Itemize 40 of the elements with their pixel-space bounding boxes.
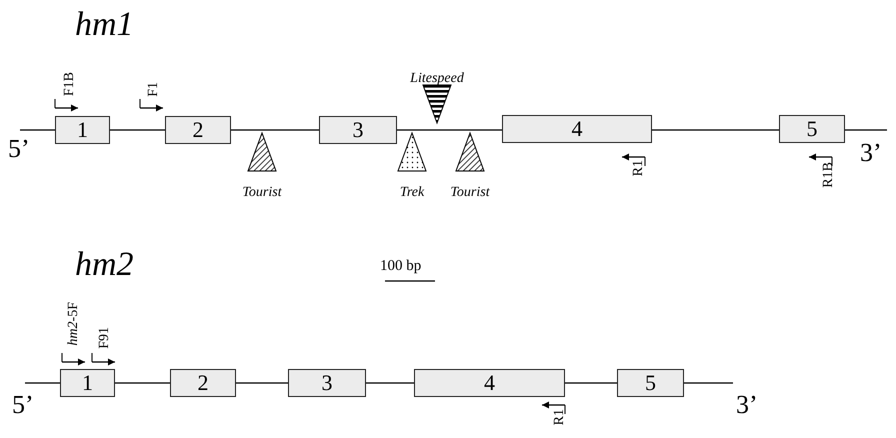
exon-box: 3 <box>319 116 397 144</box>
intron-line <box>115 382 170 384</box>
intron-line <box>236 382 288 384</box>
exon-box: 3 <box>288 369 366 397</box>
gene-line <box>684 382 733 384</box>
primer-label: R1 <box>632 160 646 176</box>
primer-label: hm2-5F <box>67 302 81 346</box>
intron-line <box>397 129 502 131</box>
exon-box: 5 <box>617 369 684 397</box>
intron-line <box>652 129 779 131</box>
primer-label: R1 <box>553 409 567 426</box>
end-label: 3’ <box>736 392 758 418</box>
exon-box: 1 <box>60 369 115 397</box>
exon-box: 2 <box>170 369 236 397</box>
exon-box: 2 <box>165 116 231 144</box>
gene-line <box>845 129 887 131</box>
primer-label: F1 <box>147 82 161 97</box>
primer-label: R1B <box>822 162 836 188</box>
gene-line <box>20 129 55 131</box>
element-label: Litespeed <box>410 72 464 86</box>
primer-label: F91 <box>98 327 112 349</box>
element-label: Tourist <box>242 186 282 200</box>
exon-box: 4 <box>502 115 652 143</box>
intron-line <box>110 129 165 131</box>
end-label: 5’ <box>8 136 30 162</box>
end-label: 3’ <box>860 140 882 166</box>
element-label: Tourist <box>450 186 490 200</box>
scale-label: 100 bp <box>380 259 422 274</box>
gene-title: hm2 <box>75 248 134 282</box>
exon-box: 1 <box>55 116 110 144</box>
exon-box: 4 <box>414 369 565 397</box>
exon-box: 5 <box>779 115 845 143</box>
intron-line <box>231 129 319 131</box>
gene-line <box>25 382 60 384</box>
element-label: Trek <box>400 186 424 200</box>
primer-label: F1B <box>63 72 77 96</box>
intron-line <box>366 382 414 384</box>
end-label: 5’ <box>12 392 34 418</box>
gene-title: hm1 <box>75 8 134 42</box>
intron-line <box>565 382 617 384</box>
